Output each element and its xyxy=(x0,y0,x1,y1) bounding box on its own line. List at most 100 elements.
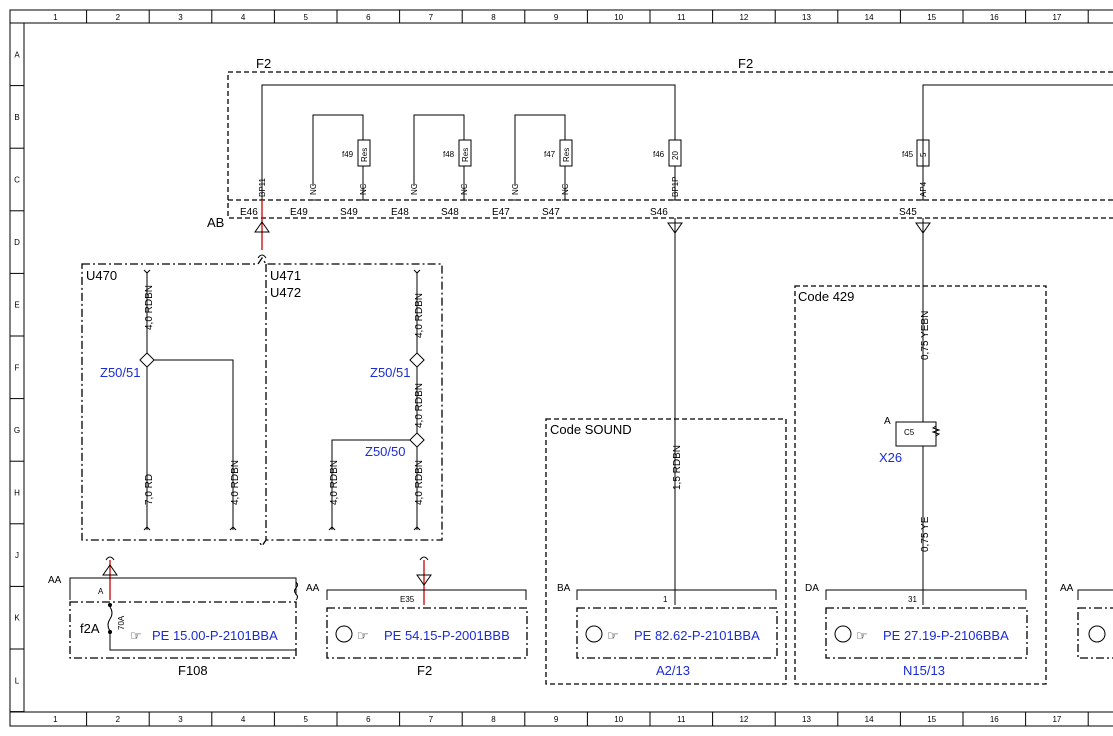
grid-row-label: H xyxy=(14,489,20,498)
fuse-f49-rating: Res xyxy=(360,148,369,162)
grid-column-label: 12 xyxy=(739,715,748,724)
fuse-f46-id: f46 xyxy=(653,150,665,159)
grid-column-label: 1 xyxy=(53,13,58,22)
terminal-label: NC xyxy=(309,183,318,195)
pin-label: E47 xyxy=(492,207,510,218)
fuse-f45-rating: 5 xyxy=(919,152,928,157)
grid-column-label: 2 xyxy=(116,13,121,22)
wire-label: 4,0 RDBN xyxy=(230,460,241,505)
f108-pin-a: A xyxy=(98,587,104,596)
grid-column-label: 5 xyxy=(303,715,308,724)
pin-label: S48 xyxy=(441,207,459,218)
grid-column-label: 11 xyxy=(677,715,686,724)
pin-label: S46 xyxy=(650,207,668,218)
wire-label: 4,0 RDBN xyxy=(414,460,425,505)
grid-column-label: 12 xyxy=(739,13,748,22)
wire-s45-bottom-label: 0,75 YE xyxy=(920,516,931,552)
grid-row-label: D xyxy=(14,238,20,247)
component-partial-right: AA xyxy=(1060,583,1113,659)
pointer-hand-icon: ☞ xyxy=(357,628,369,643)
grid-column-label: 7 xyxy=(429,13,434,22)
fuse-box-f2: F2 F2 AB f49 Res f48 Res f47 Res f46 20 … xyxy=(207,56,1113,230)
terminal-label: NC xyxy=(561,183,570,195)
connector-ab-label: AB xyxy=(207,215,224,230)
grid-column-label: 15 xyxy=(927,715,936,724)
grid-column-label: 9 xyxy=(554,13,559,22)
grid-column-label: 9 xyxy=(554,715,559,724)
code-429-label: Code 429 xyxy=(798,289,854,304)
f2-name: F2 xyxy=(417,663,432,678)
pin-label: S47 xyxy=(542,207,560,218)
grid-column-label: 8 xyxy=(491,13,496,22)
f108-reference-link[interactable]: PE 15.00-P-2101BBA xyxy=(152,628,278,643)
grid-column-label: 6 xyxy=(366,715,371,724)
n15-13-reference-link[interactable]: PE 27.19-P-2106BBA xyxy=(883,628,1009,643)
grid-column-label: 10 xyxy=(614,13,623,22)
terminal-label: BP11 xyxy=(258,177,267,197)
f2-connector: AA xyxy=(306,583,320,594)
fuse-f49-id: f49 xyxy=(342,150,354,159)
component-f2: AA E35 ☞ PE 54.15-P-2001BBB F2 xyxy=(306,556,528,678)
grid-row-label: A xyxy=(14,50,20,59)
grid-column-label: 7 xyxy=(429,715,434,724)
grid-column-label: 1 xyxy=(53,715,58,724)
x26-part: C5 xyxy=(904,428,915,437)
fuse-box-label-left: F2 xyxy=(256,56,271,71)
grid-column-label: 17 xyxy=(1052,715,1061,724)
wire-s45-top-label: 0,75 YEBN xyxy=(920,311,931,360)
f108-rating: 70A xyxy=(117,615,126,630)
code-429-area: Code 429 0,75 YEBN 0,75 YE A C5 X26 DA 3… xyxy=(794,218,1047,685)
grid-column-label: 14 xyxy=(865,715,874,724)
grid-column-label: 14 xyxy=(865,13,874,22)
f2-pin: E35 xyxy=(400,595,415,604)
grid-row-label: G xyxy=(14,426,20,435)
x26-label[interactable]: X26 xyxy=(879,450,902,465)
terminal-label: NC xyxy=(359,183,368,195)
code-sound-area: Code SOUND 1,5 RDBN BA 1 ☞ PE 82.62-P-21… xyxy=(545,218,787,685)
wire-label: 7,0 RD xyxy=(144,474,155,505)
f2-reference-link[interactable]: PE 54.15-P-2001BBB xyxy=(384,628,510,643)
fuse-f47-rating: Res xyxy=(562,148,571,162)
grid-column-label: 3 xyxy=(178,13,183,22)
pin-label: E48 xyxy=(391,207,409,218)
splice-u470-label: U470 xyxy=(86,268,117,283)
splice-u471-label: U471 xyxy=(270,268,301,283)
fuse-f48-id: f48 xyxy=(443,150,455,159)
grid-column-label: 3 xyxy=(178,715,183,724)
terminal-label: BP1P xyxy=(671,177,680,197)
terminal-label: NC xyxy=(410,183,419,195)
pin-label: E46 xyxy=(240,207,258,218)
wire-label: 4,0 RDBN xyxy=(414,383,425,428)
splice-u472-label: U472 xyxy=(270,285,301,300)
grid-column-label: 16 xyxy=(990,13,999,22)
splice-z50-51-right: Z50/51 xyxy=(370,365,410,380)
partial-connector: AA xyxy=(1060,583,1074,594)
grid-row-label: C xyxy=(14,176,20,185)
wire-s46-label: 1,5 RDBN xyxy=(672,445,683,490)
pointer-hand-icon: ☞ xyxy=(856,628,868,643)
grid-column-label: 10 xyxy=(614,715,623,724)
splice-group: U470 U471 U472 Z50/51 4,0 RDBN 7,0 RD 4,… xyxy=(81,256,443,548)
n15-13-name[interactable]: N15/13 xyxy=(903,663,945,678)
grid-column-label: 13 xyxy=(802,715,811,724)
drawing-frame xyxy=(9,9,1113,727)
n15-13-connector: DA xyxy=(805,583,819,594)
terminal-label: NC xyxy=(511,183,520,195)
a2-13-name[interactable]: A2/13 xyxy=(656,663,690,678)
grid-column-label: 16 xyxy=(990,715,999,724)
terminal-label: NC xyxy=(460,183,469,195)
grid-row-label: K xyxy=(14,614,20,623)
grid-column-label: 17 xyxy=(1052,13,1061,22)
x26-pin: A xyxy=(884,416,891,427)
a2-13-reference-link[interactable]: PE 82.62-P-2101BBA xyxy=(634,628,760,643)
fuse-f47-id: f47 xyxy=(544,150,556,159)
pin-label: E49 xyxy=(290,207,308,218)
e46-connection xyxy=(254,200,270,259)
fuse-f46-rating: 20 xyxy=(671,151,680,160)
grid-column-label: 6 xyxy=(366,13,371,22)
grid-column-label: 2 xyxy=(116,715,121,724)
fuse-box-label-right: F2 xyxy=(738,56,753,71)
